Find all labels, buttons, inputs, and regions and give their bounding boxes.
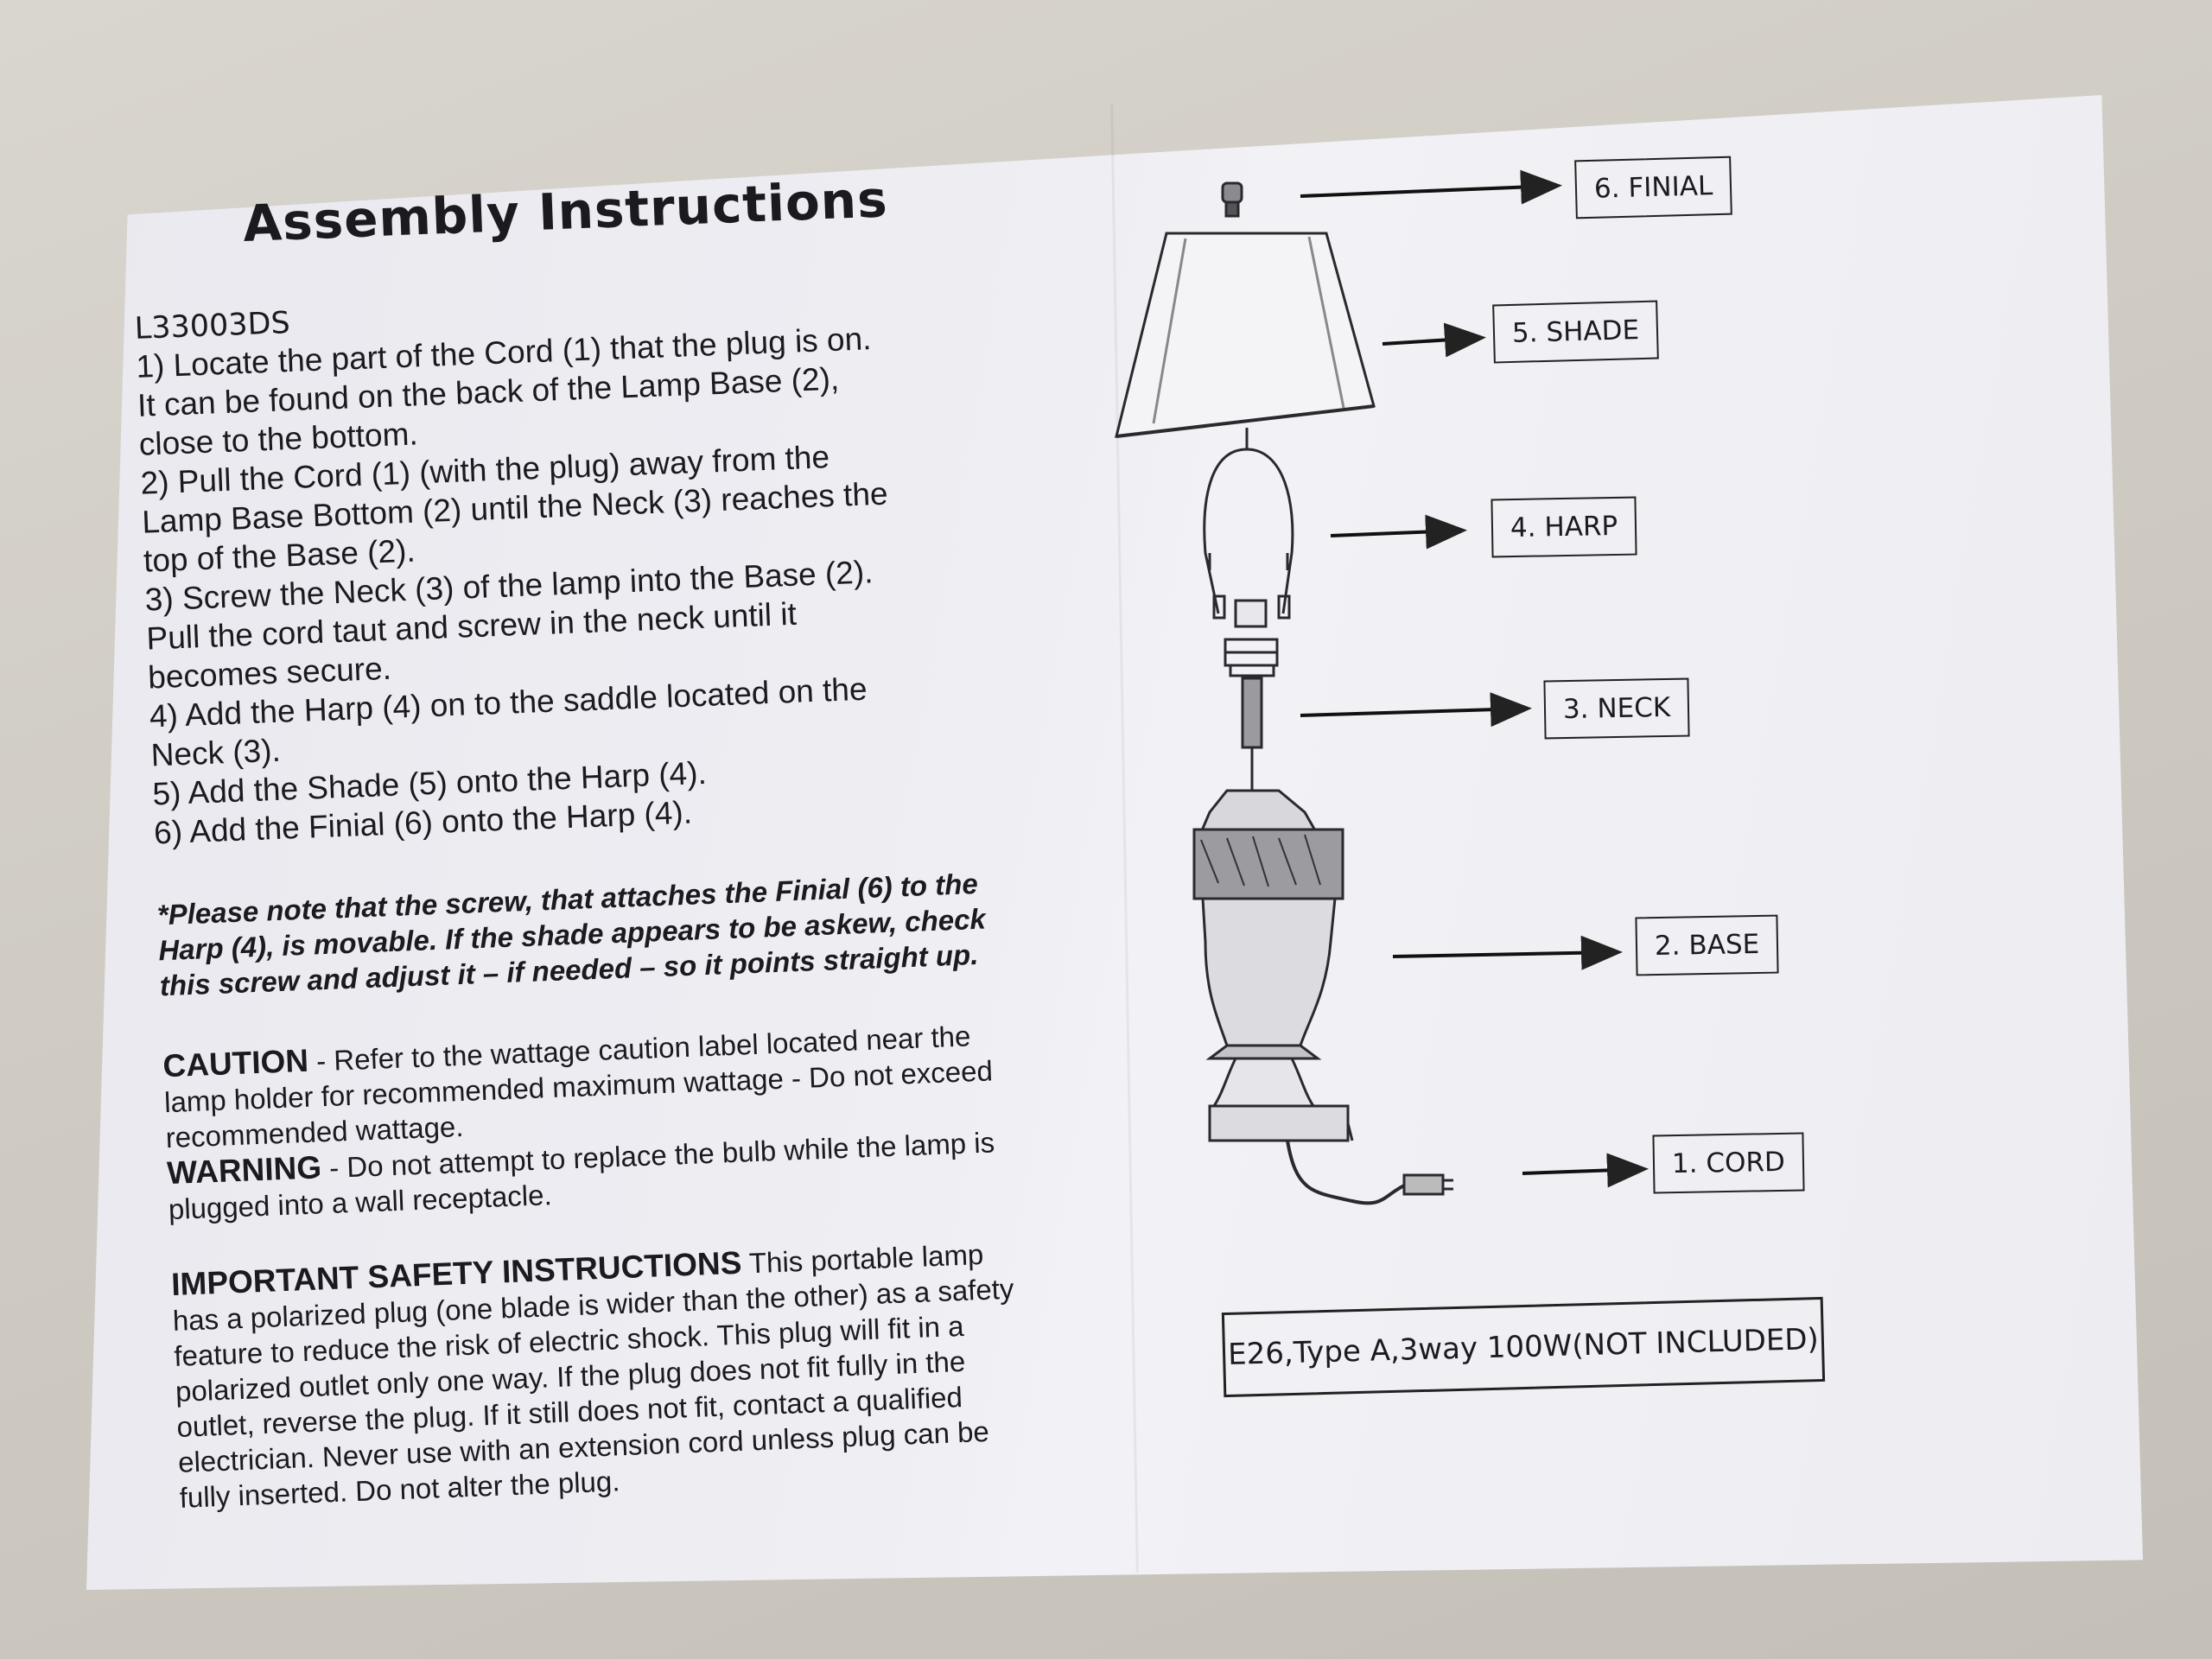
shade-drawing [1115,232,1376,438]
label-neck: 3. NECK [1543,677,1690,740]
socket-drawing [1224,599,1279,677]
label-shade: 5. SHADE [1492,300,1659,364]
base-drawing [1192,789,1354,1142]
finial-drawing [1221,181,1243,218]
neck-drawing [1241,677,1263,791]
label-harp: 4. HARP [1491,496,1637,558]
cord-drawing [1286,1140,1453,1205]
instruction-sheet [86,95,2143,1590]
label-arrows [1300,169,1649,1188]
bulb-requirement-box: E26,Type A,3way 100W(NOT INCLUDED) [1221,1296,1826,1398]
label-finial: 6. FINIAL [1574,156,1733,219]
label-cord: 1. CORD [1652,1132,1805,1194]
label-base: 2. BASE [1635,914,1779,976]
harp-drawing [1203,428,1294,620]
